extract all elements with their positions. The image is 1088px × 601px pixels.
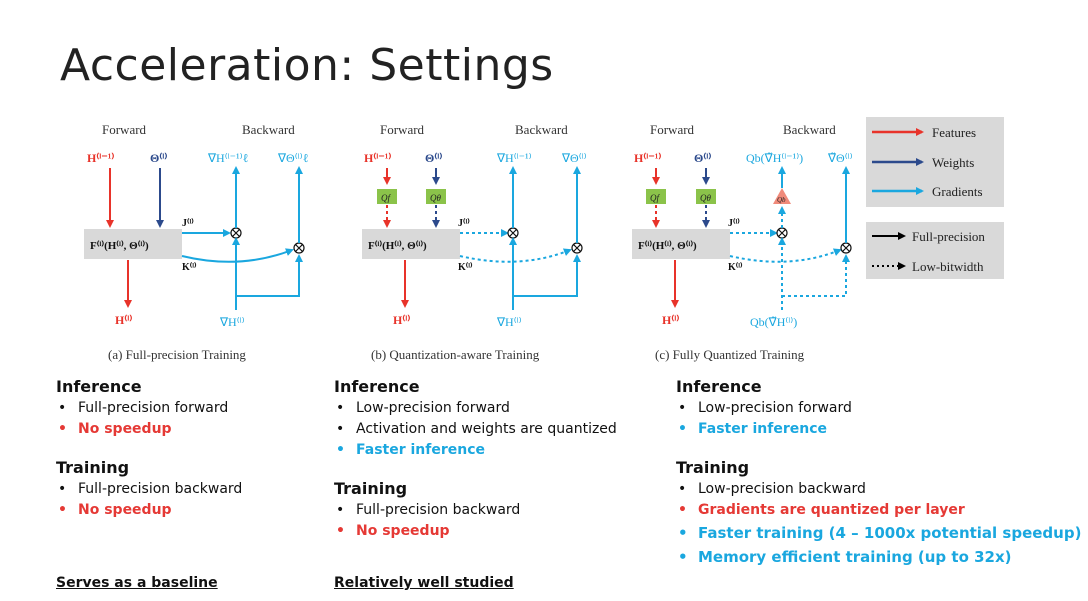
panel-c-backward-label: Backward	[783, 122, 836, 137]
list-item: Faster training (4 – 1000x potential spe…	[676, 521, 1082, 545]
panel-a-h-in: H⁽ˡ⁻¹⁾	[87, 151, 114, 165]
panel-b-layer-box	[362, 229, 460, 259]
panel-b-j: J⁽ˡ⁾	[458, 218, 470, 229]
panel-a-box-label: F⁽ˡ⁾(H⁽ˡ⁾, Θ⁽ˡ⁾)	[90, 240, 149, 252]
col2-training-list: Full-precision backward No speedup	[334, 500, 664, 542]
panel-b-backward-label: Backward	[515, 122, 568, 137]
panel-a-backward-label: Backward	[242, 122, 295, 137]
legend-full-precision: Full-precision	[912, 229, 985, 244]
col3-training-heading: Training	[676, 458, 750, 477]
col1-training-list: Full-precision backward No speedup	[56, 479, 326, 521]
panel-b-grad-theta: ∇Θ⁽ˡ⁾	[561, 151, 587, 165]
panel-b-forward-label: Forward	[380, 122, 425, 137]
panel-c-qf: Qf	[650, 193, 660, 203]
list-item: Faster inference	[334, 440, 664, 461]
list-item: Full-precision backward	[56, 479, 326, 500]
list-item: No speedup	[334, 521, 664, 542]
panel-b-grad-h-bottom: ∇H⁽ˡ⁾	[496, 315, 522, 329]
legend-weights: Weights	[932, 155, 974, 170]
legend-colors: Features Weights Gradients	[866, 117, 1004, 207]
panel-c-theta: Θ⁽ˡ⁾	[694, 151, 711, 165]
list-item: Faster inference	[676, 419, 1082, 440]
panel-b-qf-box	[377, 189, 397, 204]
panel-a-caption: (a) Full-precision Training	[108, 347, 246, 362]
panel-c-qtheta: Qθ	[700, 193, 711, 203]
panel-c-h-out: H⁽ˡ⁾	[662, 313, 679, 327]
panel-b-box-label: F⁽ˡ⁾(H⁽ˡ⁾, Θ⁽ˡ⁾)	[368, 240, 427, 252]
list-item: Memory efficient training (up to 32x)	[676, 545, 1082, 569]
col2-training-heading: Training	[334, 479, 408, 498]
panel-a-forward-label: Forward	[102, 122, 147, 137]
panel-c-layer-box	[632, 229, 730, 259]
panel-c-box-label: F⁽ˡ⁾(H⁽ˡ⁾, Θ⁽ˡ⁾)	[638, 240, 697, 252]
panel-b-theta: Θ⁽ˡ⁾	[425, 151, 442, 165]
col2-inference-heading: Inference	[334, 377, 420, 396]
col1-inference-list: Full-precision forward No speedup	[56, 398, 326, 440]
panel-a-theta: Θ⁽ˡ⁾	[150, 151, 167, 165]
panel-a-j: J⁽ˡ⁾	[182, 218, 194, 229]
panel-c-grad-h-bottom: Qb(∇̃H⁽ˡ⁾)	[750, 315, 797, 329]
list-item: No speedup	[56, 500, 326, 521]
panel-b-h-out: H⁽ˡ⁾	[393, 313, 410, 327]
panel-c-qtheta-box	[696, 189, 716, 204]
list-item: No speedup	[56, 419, 326, 440]
panel-b-quantization-aware: Forward Backward H⁽ˡ⁻¹⁾ Θ⁽ˡ⁾ ∇H⁽ˡ⁻¹⁾ ∇Θ⁽…	[362, 122, 587, 362]
panel-a-full-precision: Forward Backward H⁽ˡ⁻¹⁾ Θ⁽ˡ⁾ ∇H⁽ˡ⁻¹⁾ℓ ∇Θ…	[84, 122, 309, 362]
legend-gradients: Gradients	[932, 184, 983, 199]
col3-training-list: Low-precision backward Gradients are qua…	[676, 479, 1082, 569]
column-fully-quantized: Inference Low-precision forward Faster i…	[676, 376, 1082, 569]
panel-b-k: K⁽ˡ⁾	[458, 262, 473, 273]
col1-training-heading: Training	[56, 458, 130, 477]
panel-c-qf-box	[646, 189, 666, 204]
panel-a-h-out: H⁽ˡ⁾	[115, 313, 132, 327]
panel-a-grad-h-top: ∇H⁽ˡ⁻¹⁾ℓ	[207, 151, 249, 165]
column-quantization-aware: Inference Low-precision forward Activati…	[334, 376, 664, 542]
panel-c-k: K⁽ˡ⁾	[728, 262, 743, 273]
panel-c-j: J⁽ˡ⁾	[728, 218, 740, 229]
list-item: Full-precision forward	[56, 398, 326, 419]
panel-c-grad-h-top: Qb(∇̃H⁽ˡ⁻¹⁾)	[746, 151, 803, 165]
panel-a-k: K⁽ˡ⁾	[182, 262, 197, 273]
list-item: Activation and weights are quantized	[334, 419, 664, 440]
legend-line-styles: Full-precision Low-bitwidth	[866, 222, 1004, 279]
legend-low-bitwidth: Low-bitwidth	[912, 259, 984, 274]
col2-footer: Relatively well studied	[334, 575, 514, 591]
panel-b-grad-h-top: ∇H⁽ˡ⁻¹⁾	[496, 151, 532, 165]
col2-inference-list: Low-precision forward Activation and wei…	[334, 398, 664, 461]
panel-a-grad-theta: ∇Θ⁽ˡ⁾ℓ	[277, 151, 309, 165]
panel-c-qb: Qb	[777, 196, 786, 204]
panel-b-qtheta-box	[426, 189, 446, 204]
panel-c-grad-theta: ∇̃Θ⁽ˡ⁾	[827, 151, 853, 165]
col3-inference-heading: Inference	[676, 377, 762, 396]
column-full-precision: Inference Full-precision forward No spee…	[56, 376, 326, 521]
panel-c-forward-label: Forward	[650, 122, 695, 137]
panel-b-h-in: H⁽ˡ⁻¹⁾	[364, 151, 391, 165]
panel-c-caption: (c) Fully Quantized Training	[655, 347, 805, 362]
col3-inference-list: Low-precision forward Faster inference	[676, 398, 1082, 440]
panel-c-fully-quantized: Forward Backward H⁽ˡ⁻¹⁾ Θ⁽ˡ⁾ Qb(∇̃H⁽ˡ⁻¹⁾…	[632, 122, 853, 362]
list-item: Low-precision backward	[676, 479, 1082, 500]
list-item: Gradients are quantized per layer	[676, 500, 1082, 521]
slide-title: Acceleration: Settings	[60, 40, 554, 91]
list-item: Full-precision backward	[334, 500, 664, 521]
col1-inference-heading: Inference	[56, 377, 142, 396]
panel-b-qf: Qf	[381, 193, 391, 203]
panel-b-qtheta: Qθ	[430, 193, 441, 203]
panel-b-caption: (b) Quantization-aware Training	[371, 347, 540, 362]
panel-c-qb-triangle	[773, 188, 791, 204]
panel-a-layer-box	[84, 229, 182, 259]
list-item: Low-precision forward	[334, 398, 664, 419]
panel-a-grad-h-bottom: ∇H⁽ˡ⁾	[219, 315, 245, 329]
panel-c-h-in: H⁽ˡ⁻¹⁾	[634, 151, 661, 165]
list-item: Low-precision forward	[676, 398, 1082, 419]
col1-footer: Serves as a baseline	[56, 575, 218, 591]
legend-features: Features	[932, 125, 976, 140]
